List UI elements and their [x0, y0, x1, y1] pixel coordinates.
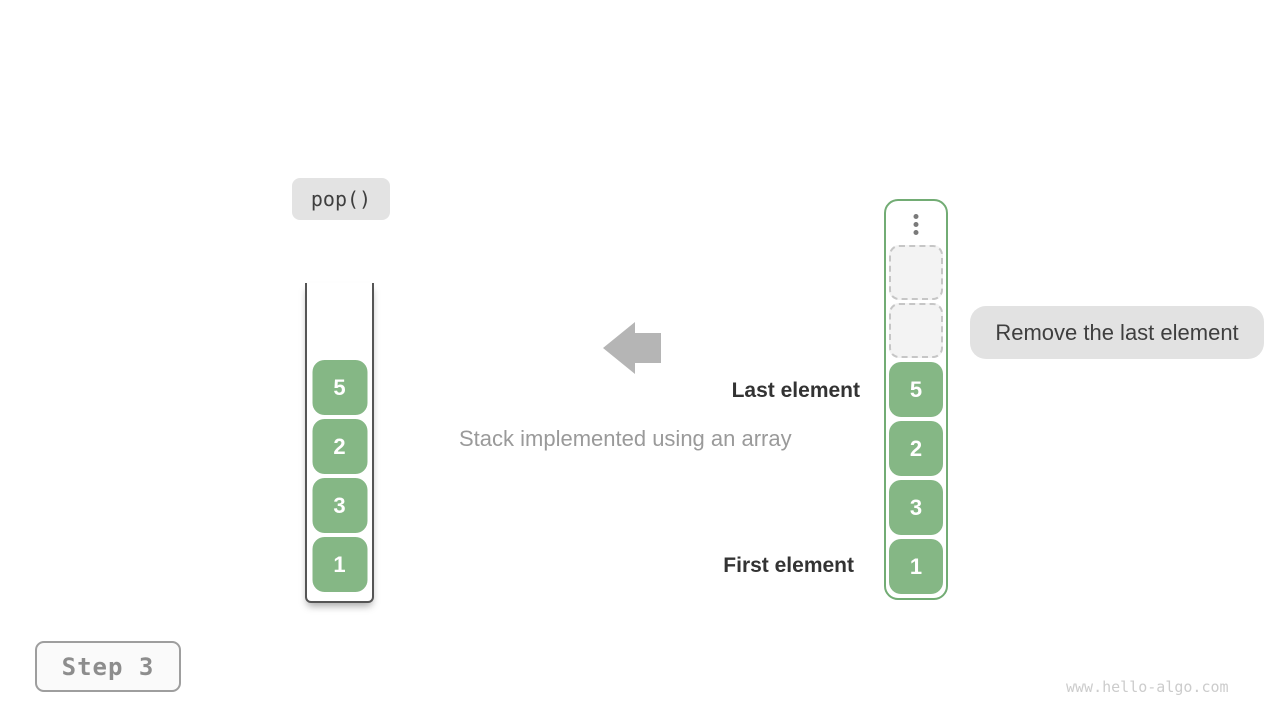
step-badge: Step 3 — [35, 641, 181, 692]
empty-array-slot — [889, 245, 943, 300]
stack-block: 1 — [312, 537, 367, 592]
vertical-ellipsis-icon — [913, 212, 919, 236]
stack-block: 3 — [312, 478, 367, 533]
step-label: Step 3 — [61, 652, 155, 681]
stack-block: 3 — [889, 480, 943, 535]
arrow-left-icon — [603, 322, 661, 374]
array-stack-container: 5 2 3 1 — [884, 199, 948, 600]
stack-block: 2 — [889, 421, 943, 476]
operation-label-box: pop() — [292, 178, 390, 220]
abstract-stack-container: 5 2 3 1 — [305, 283, 374, 603]
first-element-label: First element — [723, 554, 854, 577]
stack-block: 5 — [312, 360, 367, 415]
operation-label: pop() — [310, 187, 372, 211]
empty-array-slot — [889, 303, 943, 358]
stack-block: 2 — [312, 419, 367, 474]
tooltip-box: Remove the last element — [970, 306, 1264, 359]
tooltip-text: Remove the last element — [995, 319, 1239, 345]
diagram-caption: Stack implemented using an array — [459, 426, 792, 451]
stack-block: 1 — [889, 539, 943, 594]
watermark: www.hello-algo.com — [1066, 678, 1229, 696]
last-element-label: Last element — [731, 379, 860, 402]
stack-block: 5 — [889, 362, 943, 417]
